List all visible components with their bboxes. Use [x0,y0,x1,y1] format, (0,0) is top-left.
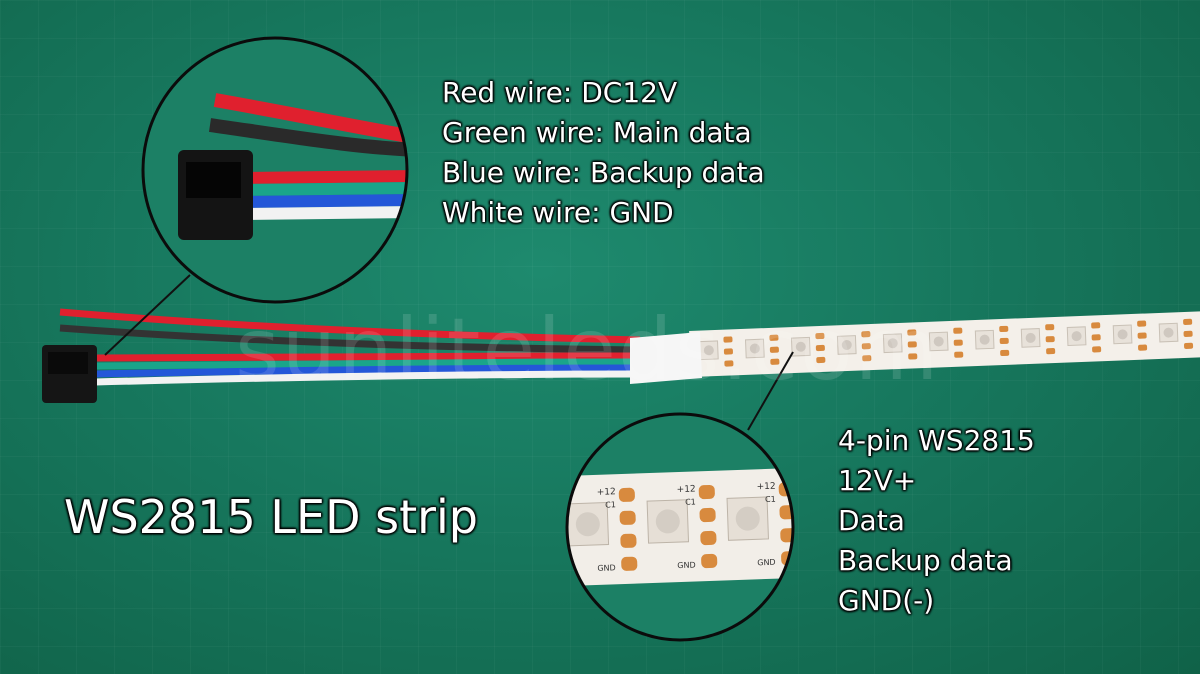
wire-bundle [59,308,702,386]
pcb-label-gnd: GND [677,560,696,570]
led-unit [1020,324,1056,355]
pin-backup-data: Backup data [838,544,1013,577]
wire-color-legend: Red wire: DC12V Green wire: Main data Bl… [442,73,765,233]
led-unit [699,336,734,367]
pin-12v: 12V+ [838,464,917,497]
pcb-label-gnd: GND [757,558,776,568]
pcb-label-gnd: GND [597,563,616,573]
jst-connector [42,345,97,403]
product-title: WS2815 LED strip [64,490,478,544]
pcb-label-cap: C1 [685,497,696,506]
watermark: sunliteleds.com [235,300,941,400]
led-unit [790,332,826,364]
pcb-label-cap: C1 [605,500,616,509]
led-unit [836,331,872,362]
legend-green-wire: Green wire: Main data [442,116,752,149]
pin-gnd: GND(-) [838,584,935,617]
pcb-label-voltage: +12 [597,487,616,498]
led-strip [689,311,1200,377]
pcb-label-voltage: +12 [677,484,696,495]
led-unit [882,329,918,360]
led-unit [744,334,780,365]
pin-list-title: 4-pin WS2815 [838,424,1035,457]
legend-white-wire: White wire: GND [442,196,674,229]
led-unit [1066,322,1102,353]
led-unit [928,327,964,358]
pin-description: 4-pin WS2815 12V+ Data Backup data GND(-… [838,421,1035,621]
led-unit [1112,320,1148,351]
pcb-label-cap: C1 [765,495,776,504]
led-unit [1158,318,1194,349]
led-unit [974,325,1010,357]
pcb-label-voltage: +12 [756,482,775,493]
pointer-line-bottom [747,351,794,431]
legend-blue-wire: Blue wire: Backup data [442,156,765,189]
legend-red-wire: Red wire: DC12V [442,76,678,109]
connector-zoom-circle [141,36,409,304]
pointer-line-top [104,274,191,356]
pin-data: Data [838,504,905,537]
